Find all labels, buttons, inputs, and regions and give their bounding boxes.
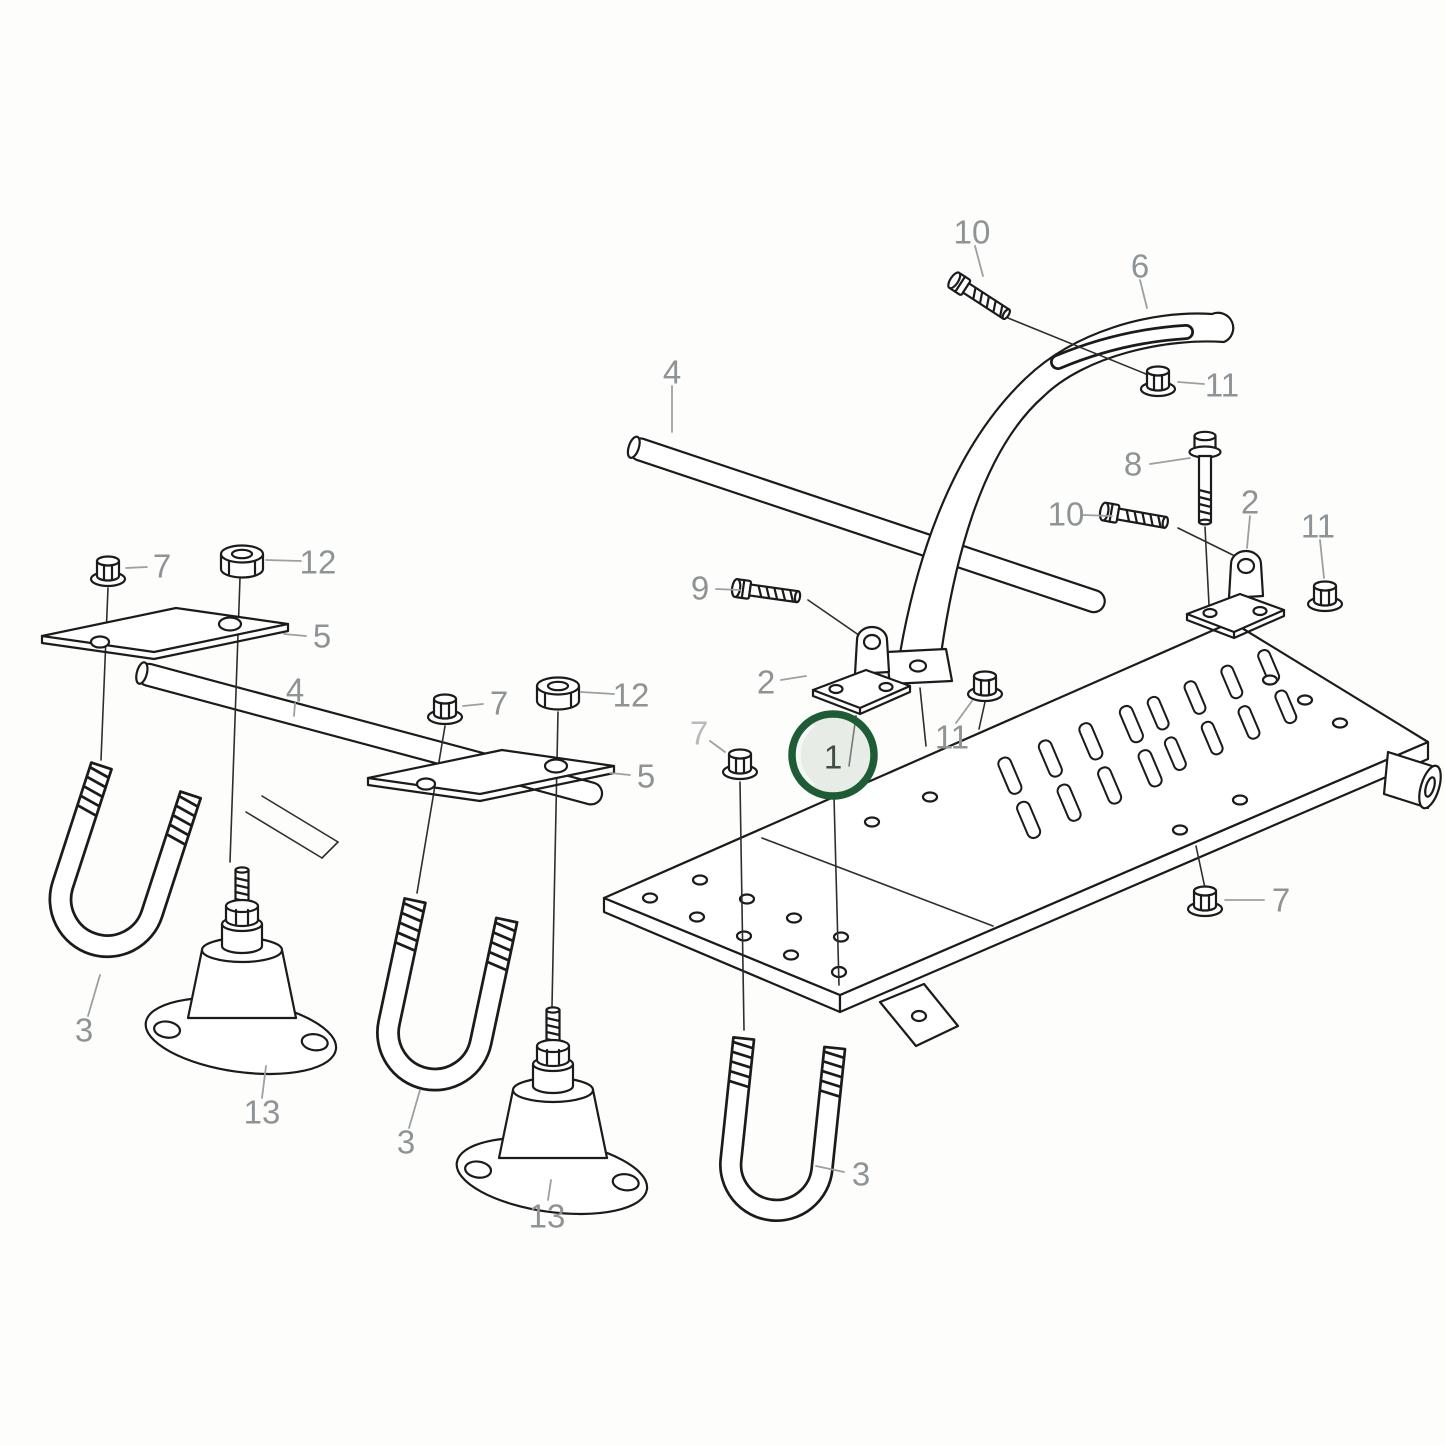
part-main-mounting-plate xyxy=(602,620,1442,1048)
part-screw-10-mid xyxy=(1097,500,1171,533)
callout-11-right[interactable]: 11 xyxy=(1301,508,1335,545)
part-link-plate-left xyxy=(40,606,290,661)
callout-5-mid[interactable]: 5 xyxy=(637,758,655,795)
part-screw-10-top xyxy=(944,269,1015,325)
callout-12-left[interactable]: 12 xyxy=(300,544,337,581)
plate-louver-slots-center xyxy=(997,704,1163,840)
part-flange-nut-7a xyxy=(89,555,127,588)
callout-3-right[interactable]: 3 xyxy=(852,1156,870,1193)
part-bolt-8 xyxy=(1188,430,1222,526)
part-screw-9 xyxy=(729,577,803,608)
callout-8[interactable]: 8 xyxy=(1124,446,1142,483)
part-flange-nut-7c xyxy=(721,748,759,781)
plate-end-tube xyxy=(1382,750,1442,810)
part-flange-nut-7d xyxy=(1186,885,1224,918)
part-cross-rod-top xyxy=(626,435,1106,614)
plate-bolt-holes xyxy=(641,674,1349,979)
callout-4-left[interactable]: 4 xyxy=(286,672,304,709)
part-hex-nut-12a xyxy=(219,544,265,579)
callout-2-left[interactable]: 2 xyxy=(757,664,775,701)
part-flange-nut-11a xyxy=(1139,365,1177,398)
callout-6[interactable]: 6 xyxy=(1131,248,1149,285)
leader-lines xyxy=(87,245,1325,1201)
highlight-ring[interactable] xyxy=(788,710,878,800)
part-hex-nut-12b xyxy=(535,676,581,711)
callout-5-left[interactable]: 5 xyxy=(313,618,331,655)
part-u-bolt-mid xyxy=(365,897,519,1103)
part-flange-nut-7b xyxy=(426,693,464,726)
callout-7-right[interactable]: 7 xyxy=(1272,882,1290,919)
callout-11-mid[interactable]: 11 xyxy=(935,719,969,756)
part-pedestal-bracket-right xyxy=(1185,549,1286,640)
callout-12-mid[interactable]: 12 xyxy=(613,677,650,714)
callout-10-top[interactable]: 10 xyxy=(954,214,991,251)
part-u-bolt-right xyxy=(713,1036,847,1228)
selected-part-highlight[interactable] xyxy=(788,710,878,800)
callout-13-mid[interactable]: 13 xyxy=(529,1198,566,1235)
callout-labels: 10 6 11 4 8 2 10 11 7 12 9 5 4 7 12 2 11… xyxy=(75,214,1335,1235)
callout-13-left[interactable]: 13 xyxy=(244,1094,281,1131)
frame-strap-lines xyxy=(245,795,339,859)
part-curved-support-bracket xyxy=(884,311,1235,686)
callout-3-mid[interactable]: 3 xyxy=(397,1124,415,1161)
part-flange-nut-11c xyxy=(1306,580,1344,613)
callout-11-top[interactable]: 11 xyxy=(1205,367,1239,404)
part-engine-mount-left xyxy=(139,866,343,1087)
callout-10-mid[interactable]: 10 xyxy=(1048,496,1085,533)
callout-2-right[interactable]: 2 xyxy=(1241,484,1259,521)
callout-7-faded[interactable]: 7 xyxy=(690,715,708,752)
callout-9[interactable]: 9 xyxy=(691,570,709,607)
plate-louver-slots-right xyxy=(1146,649,1298,771)
part-u-bolt-left xyxy=(33,761,203,974)
callout-1-highlighted[interactable]: 1 xyxy=(824,739,842,776)
callout-7-left[interactable]: 7 xyxy=(153,548,171,585)
callout-4-top[interactable]: 4 xyxy=(663,354,681,391)
callout-7-mid[interactable]: 7 xyxy=(490,685,508,722)
part-flange-nut-11b xyxy=(966,670,1004,703)
callout-3-left[interactable]: 3 xyxy=(75,1012,93,1049)
